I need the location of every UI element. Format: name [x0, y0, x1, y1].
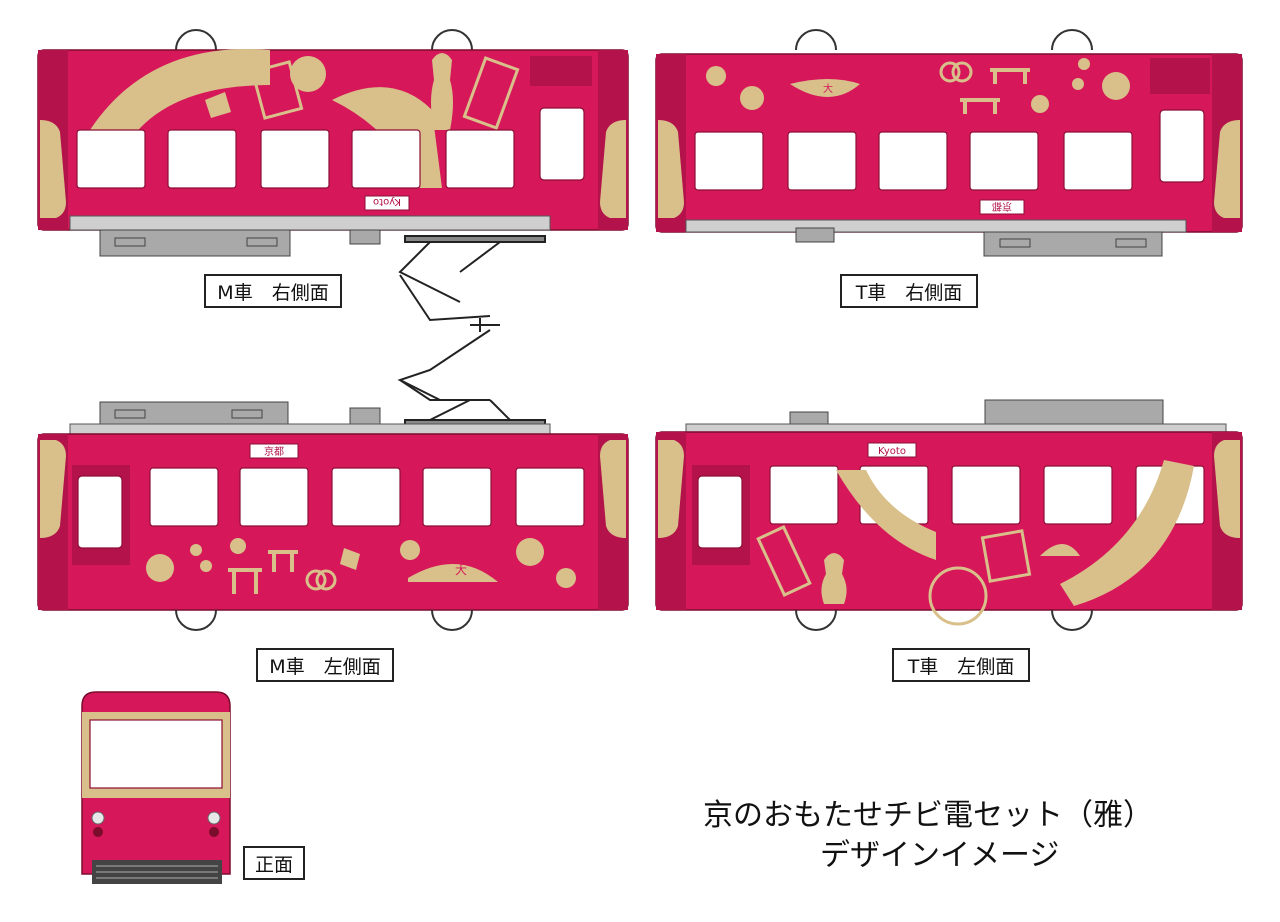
m-left-mountain-char: 大	[455, 563, 467, 577]
m-right-destination-sign: Kyoto	[373, 196, 401, 207]
t-right-destination-sign: 京都	[992, 200, 1012, 213]
m-car-right-side: Kyoto	[37, 29, 629, 257]
pantograph	[397, 235, 546, 427]
design-title-line1: 京のおもたせチビ電セット（雅）	[703, 798, 1153, 833]
label-m-car-right: M車 右側面	[204, 274, 342, 308]
label-t-car-right: T車 右側面	[840, 274, 978, 308]
m-car-left-side: 京都 大	[37, 401, 629, 631]
t-right-mountain-char: 大	[823, 82, 833, 95]
t-left-destination-sign: Kyoto	[878, 446, 906, 457]
m-left-destination-sign: 京都	[264, 445, 284, 458]
design-title-line2: デザインイメージ	[820, 838, 1060, 873]
t-car-right-side: 大 京都	[655, 29, 1243, 257]
t-car-left-side: Kyoto	[655, 399, 1243, 631]
label-t-car-left: T車 左側面	[892, 648, 1030, 682]
front-view	[81, 691, 231, 884]
label-m-car-left: M車 左側面	[256, 648, 394, 682]
label-front: 正面	[243, 846, 305, 880]
